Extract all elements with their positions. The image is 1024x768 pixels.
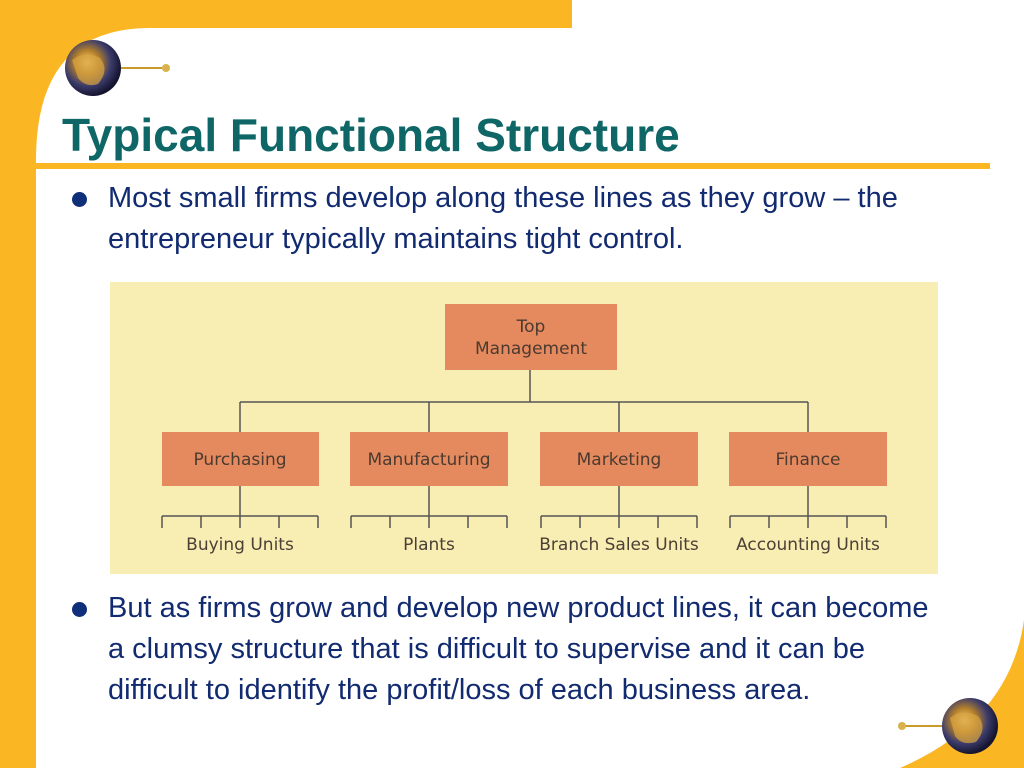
bullet-dot bbox=[72, 192, 87, 207]
units-label-plants: Plants bbox=[403, 535, 455, 555]
node-label: Manufacturing bbox=[367, 450, 490, 470]
node-finance: Finance bbox=[729, 432, 887, 486]
node-marketing: Marketing bbox=[540, 432, 698, 486]
node-top-management: Top Management bbox=[445, 304, 617, 370]
connector-lines bbox=[161, 370, 887, 528]
title-underline bbox=[36, 163, 990, 169]
units-label-branch-sales: Branch Sales Units bbox=[539, 535, 699, 555]
node-purchasing: Purchasing bbox=[162, 432, 319, 486]
org-chart: Top Management Purchasing Manufacturing … bbox=[110, 282, 938, 574]
globe-icon bbox=[898, 698, 998, 754]
node-label: Finance bbox=[775, 450, 840, 470]
node-top-label-line1: Top bbox=[516, 317, 546, 337]
units-label-buying: Buying Units bbox=[186, 535, 294, 555]
node-top-label-line2: Management bbox=[475, 339, 587, 359]
globe-icon bbox=[65, 40, 170, 96]
node-manufacturing: Manufacturing bbox=[350, 432, 508, 486]
bullet-text-1: Most small firms develop along these lin… bbox=[108, 182, 898, 255]
corner-curve bbox=[36, 28, 150, 160]
units-label-accounting: Accounting Units bbox=[736, 535, 880, 555]
left-band bbox=[0, 0, 36, 768]
node-label: Purchasing bbox=[193, 450, 286, 470]
node-label: Marketing bbox=[577, 450, 662, 470]
slide-title: Typical Functional Structure bbox=[62, 109, 680, 161]
bullet-dot bbox=[72, 602, 87, 617]
top-band bbox=[0, 0, 572, 28]
bullet-text-2: But as firms grow and develop new produc… bbox=[108, 592, 929, 706]
